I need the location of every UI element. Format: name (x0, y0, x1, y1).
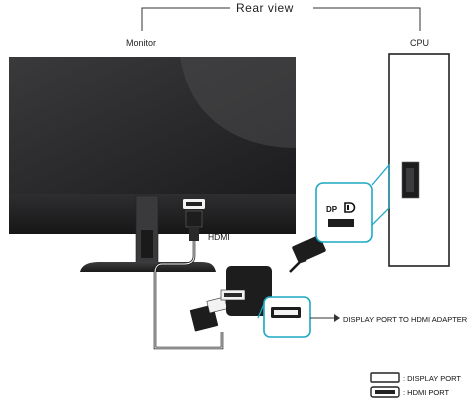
monitor-screen-highlight (180, 57, 296, 148)
legend-display-port: : DISPLAY PORT (403, 374, 461, 383)
cpu-label: CPU (410, 38, 430, 48)
legend-dp-icon (370, 372, 400, 383)
hdmi-plug-top-icon (185, 210, 203, 228)
legend-hdmi-port: : HDMI PORT (403, 388, 450, 397)
monitor-hdmi-port-icon (183, 199, 205, 209)
adapter-arrow-icon (334, 314, 340, 322)
adapter-label: DISPLAY PORT TO HDMI ADAPTER (343, 315, 468, 324)
monitor (9, 57, 296, 272)
hdmi-cable (153, 210, 228, 350)
dp-to-hdmi-adapter (220, 266, 272, 316)
dp-port-icon (328, 219, 354, 227)
monitor-label: Monitor (126, 38, 157, 48)
diagram-title: Rear view (236, 1, 294, 15)
dp-port-label: DP (326, 205, 338, 214)
displayport-logo-icon (344, 202, 356, 213)
cpu-tower (388, 53, 450, 267)
title-bracket (141, 7, 421, 31)
hdmi-port-callout (257, 296, 340, 338)
hdmi-cable-label: HDMI (208, 232, 230, 242)
monitor-stand-neck-hole (141, 230, 153, 258)
dp-plug-icon (292, 235, 326, 263)
legend-icons (370, 372, 400, 398)
dp-port-callout (315, 163, 390, 243)
monitor-stand-base (80, 262, 216, 272)
